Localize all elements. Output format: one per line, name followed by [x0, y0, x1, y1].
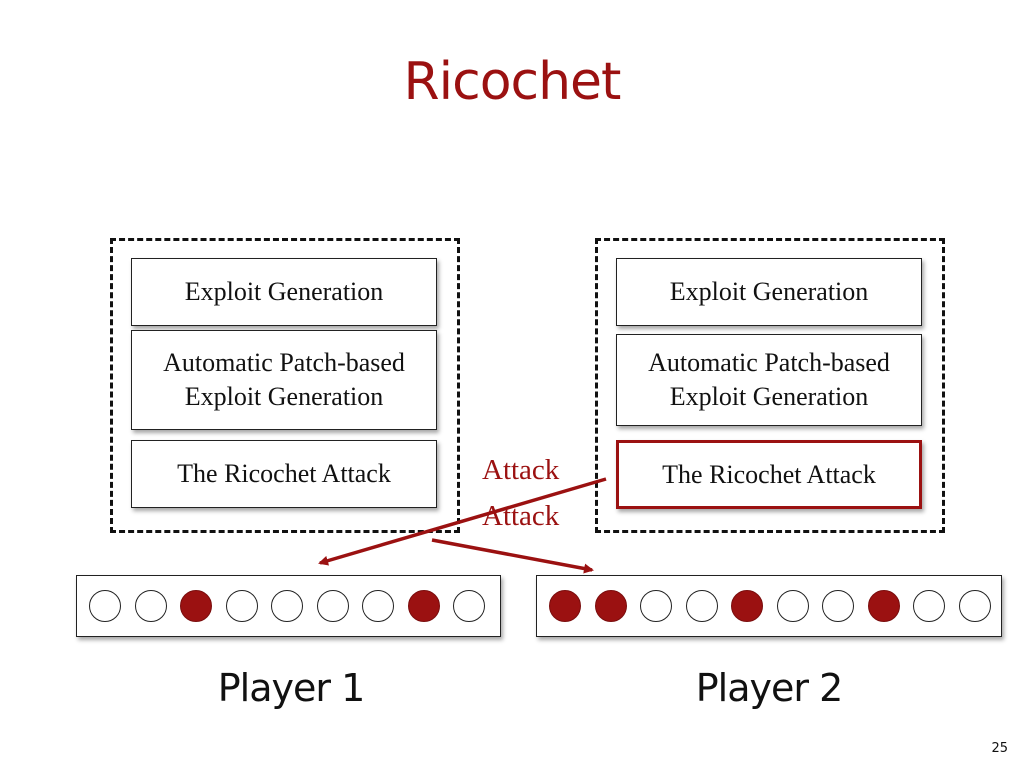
- player1-bar: [76, 575, 501, 637]
- player2-slot-filled: [731, 590, 763, 622]
- left-patch-based-line2: Exploit Generation: [184, 382, 384, 411]
- player2-slot-filled: [867, 590, 900, 622]
- player1-slot-empty: [362, 590, 394, 622]
- player2-slot-empty: [640, 590, 672, 622]
- player1-slot-empty: [134, 590, 167, 622]
- player2-slot-empty: [822, 590, 854, 622]
- player2-slot-filled: [594, 590, 627, 622]
- player2-slot-empty: [913, 590, 945, 622]
- player1-slot-empty: [316, 590, 349, 622]
- player2-bar: [536, 575, 1002, 637]
- player2-slot-empty: [685, 590, 718, 622]
- player1-label: Player 1: [217, 666, 366, 710]
- player1-stack-group: [110, 238, 460, 533]
- player1-slot-empty: [225, 590, 258, 622]
- player1-slot-filled: [180, 590, 212, 622]
- player2-slot-empty: [776, 590, 809, 622]
- attack-label-upper: Attack: [482, 454, 560, 486]
- right-patch-based-box: Automatic Patch-based Exploit Generation: [616, 334, 922, 426]
- player2-slot-empty: [958, 590, 991, 622]
- left-patch-based-line1: Automatic Patch-based: [163, 348, 405, 377]
- page-number: 25: [991, 741, 1008, 756]
- right-patch-based-line1: Automatic Patch-based: [648, 348, 890, 377]
- left-ricochet-attack-box: The Ricochet Attack: [131, 440, 437, 508]
- left-exploit-generation-box: Exploit Generation: [131, 258, 437, 326]
- player2-stack-group: [595, 238, 945, 533]
- right-patch-based-line2: Exploit Generation: [669, 382, 869, 411]
- slide-title: Ricochet: [403, 52, 622, 112]
- attack-arrow-to-player2: [431, 538, 594, 574]
- right-exploit-generation-box: Exploit Generation: [616, 258, 922, 326]
- attack-arrow-to-player1: [318, 477, 607, 566]
- left-exploit-generation-label: Exploit Generation: [184, 277, 384, 306]
- player2-label: Player 2: [695, 666, 844, 710]
- right-ricochet-attack-box: The Ricochet Attack: [616, 440, 922, 509]
- right-ricochet-attack-label: The Ricochet Attack: [662, 459, 876, 489]
- player1-slot-empty: [271, 590, 303, 622]
- player1-slot-empty: [89, 590, 121, 622]
- left-ricochet-attack-label: The Ricochet Attack: [177, 459, 391, 488]
- player1-slot-empty: [453, 590, 485, 622]
- player1-slot-filled: [407, 590, 440, 622]
- right-exploit-generation-label: Exploit Generation: [669, 277, 869, 306]
- player2-slot-filled: [549, 590, 581, 622]
- left-patch-based-box: Automatic Patch-based Exploit Generation: [131, 330, 437, 430]
